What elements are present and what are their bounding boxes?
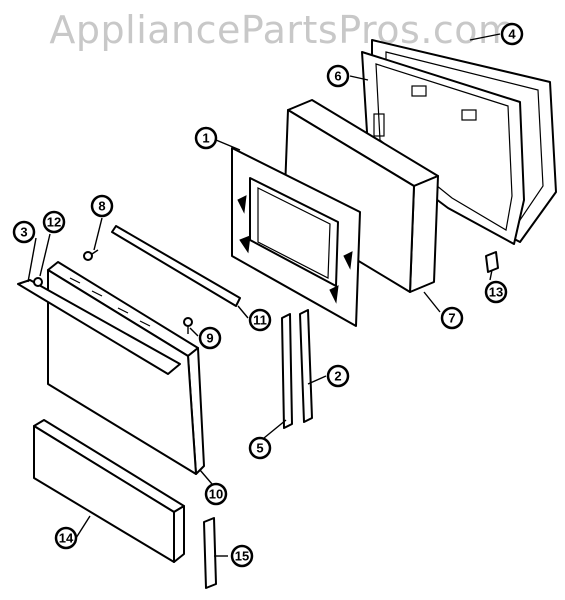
part-screw-8 (83, 249, 99, 261)
svg-text:14: 14 (59, 531, 74, 546)
svg-text:11: 11 (253, 313, 267, 328)
part-screw-9 (183, 317, 193, 334)
part-seal-strip (111, 225, 241, 307)
callout-12: 12 (42, 210, 66, 234)
svg-text:2: 2 (334, 369, 341, 384)
callout-3: 3 (12, 220, 36, 244)
callout-9: 9 (198, 326, 222, 350)
callout-4: 4 (500, 22, 524, 46)
svg-text:12: 12 (47, 215, 61, 230)
part-inner-door-panel (231, 147, 361, 327)
callout-13: 13 (484, 280, 508, 304)
svg-text:1: 1 (202, 131, 209, 146)
callout-2: 2 (326, 364, 350, 388)
callout-1: 1 (194, 126, 218, 150)
part-kick-panel (33, 419, 185, 563)
callout-5: 5 (248, 436, 272, 460)
svg-text:7: 7 (448, 311, 455, 326)
part-door-handle (17, 279, 181, 375)
callout-11: 11 (248, 308, 272, 332)
leader-lines (27, 33, 501, 557)
part-handle-screw (33, 277, 43, 287)
svg-text:9: 9 (206, 331, 213, 346)
svg-text:8: 8 (98, 199, 105, 214)
watermark-text: AppliancePartsPros.com (49, 8, 516, 52)
svg-text:3: 3 (20, 225, 27, 240)
part-clip (485, 251, 499, 273)
callout-7: 7 (440, 306, 464, 330)
callout-10: 10 (204, 482, 228, 506)
callout-8: 8 (90, 194, 114, 218)
svg-text:5: 5 (256, 441, 263, 456)
part-side-trim-5 (281, 313, 293, 429)
part-bracket (203, 517, 217, 589)
svg-text:4: 4 (508, 27, 516, 42)
svg-text:6: 6 (334, 69, 341, 84)
svg-text:15: 15 (235, 549, 249, 564)
svg-text:10: 10 (209, 487, 223, 502)
callout-15: 15 (230, 544, 254, 568)
svg-text:13: 13 (489, 285, 503, 300)
part-side-trim-2 (299, 309, 313, 423)
callout-6: 6 (326, 64, 350, 88)
part-insulation-block (283, 99, 439, 293)
callout-14: 14 (54, 526, 78, 550)
